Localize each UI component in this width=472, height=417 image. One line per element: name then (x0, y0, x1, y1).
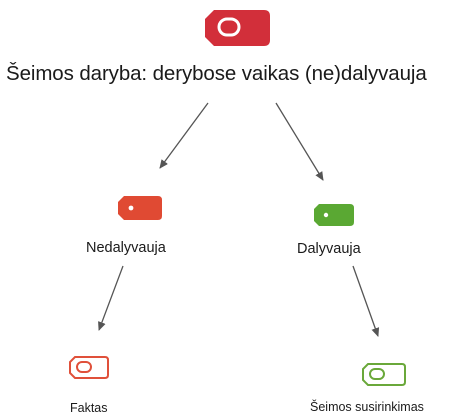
edge-dalyvauja-susirinkimas (352, 265, 380, 337)
seimos-susirinkimas-tag-icon (362, 363, 406, 386)
faktas-tag-icon (69, 356, 109, 379)
node-label-seimos-susirinkimas: Šeimos susirinkimas (310, 400, 424, 414)
node-label-faktas: Faktas (70, 401, 108, 415)
edge-nedalyvauja-faktas (98, 265, 124, 331)
edge-root-nedalyvauja (159, 102, 209, 169)
dalyvauja-tag-icon (314, 204, 354, 226)
root-tag-icon (205, 10, 270, 46)
node-label-dalyvauja: Dalyvauja (297, 241, 361, 257)
root-label: Šeimos daryba: derybose vaikas (ne)dalyv… (6, 62, 427, 85)
nedalyvauja-tag-icon (118, 196, 162, 220)
edge-root-dalyvauja (275, 102, 324, 181)
node-label-nedalyvauja: Nedalyvauja (86, 240, 166, 256)
